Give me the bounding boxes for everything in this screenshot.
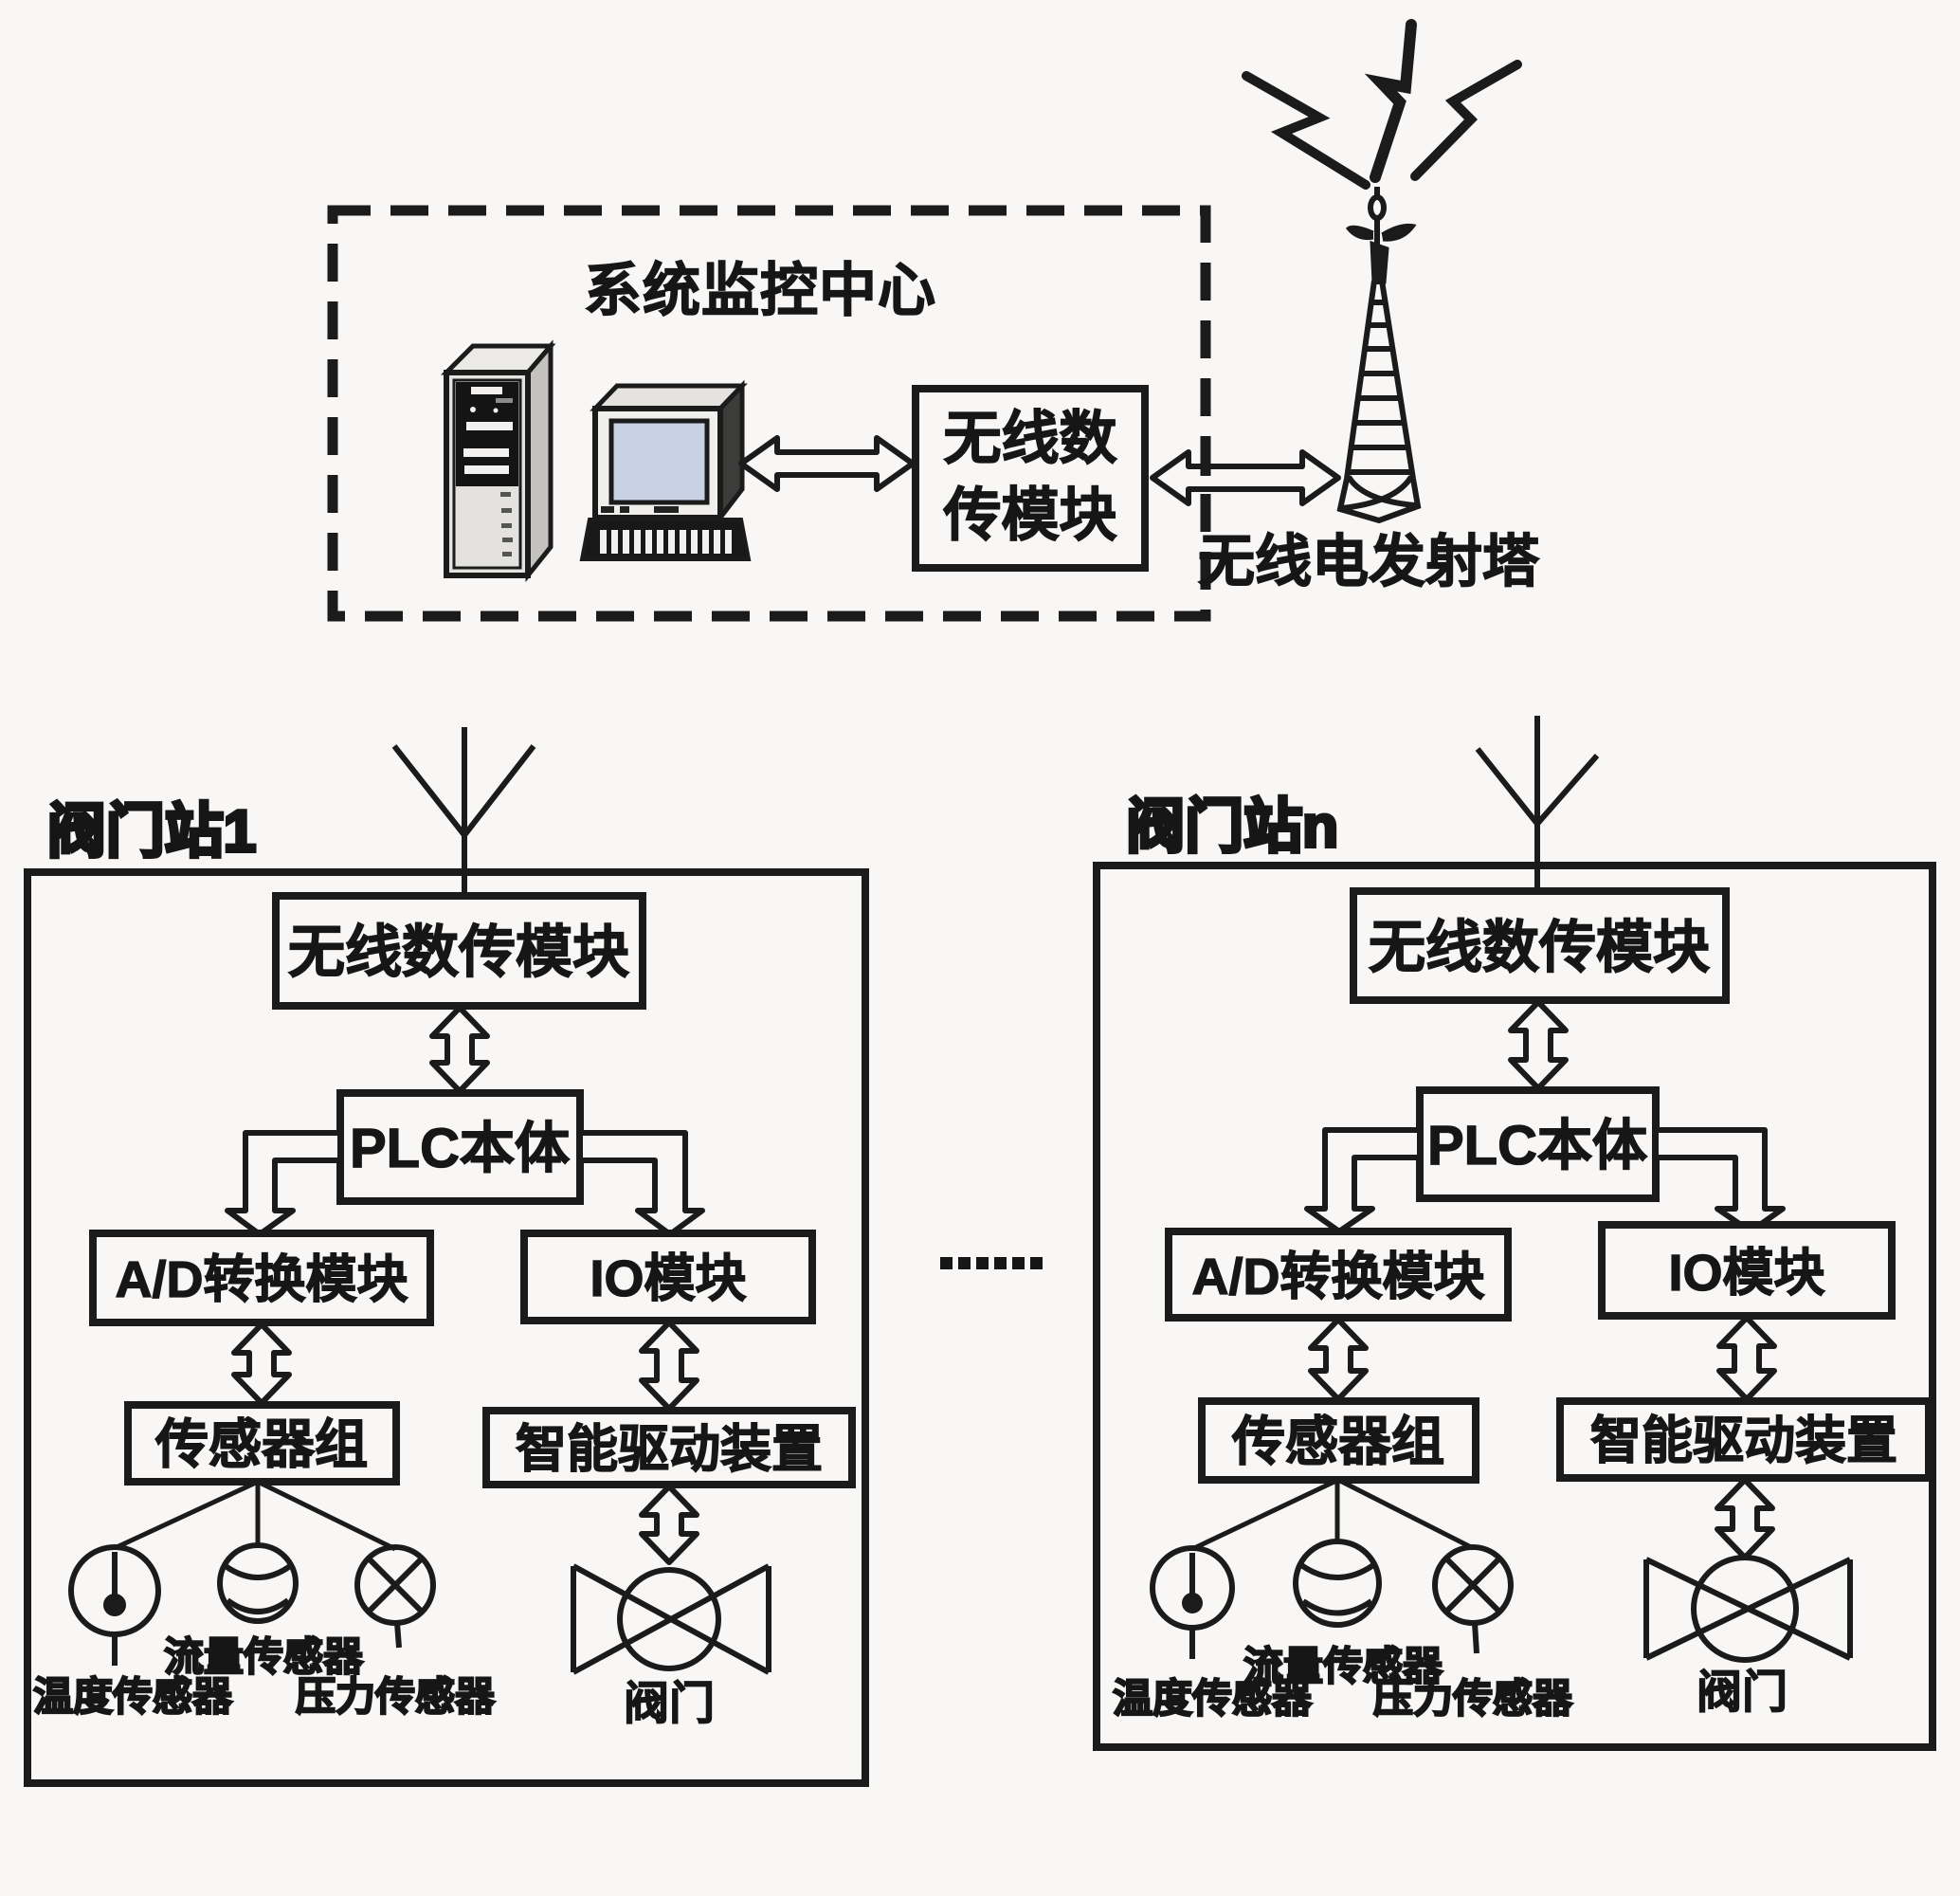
svg-text:IO模块: IO模块 <box>590 1250 746 1307</box>
svg-text:无线数: 无线数 <box>943 406 1116 470</box>
svg-text:无线数传模块: 无线数传模块 <box>288 921 629 984</box>
svg-text:温度传感器: 温度传感器 <box>33 1674 233 1719</box>
svg-text:PLC本体: PLC本体 <box>350 1118 570 1179</box>
svg-text:系统监控中心: 系统监控中心 <box>584 258 936 322</box>
svg-text:阀门站1: 阀门站1 <box>47 799 256 865</box>
svg-text:阀门: 阀门 <box>624 1679 715 1729</box>
svg-text:无线数传模块: 无线数传模块 <box>1369 916 1710 979</box>
svg-text:智能驱动装置: 智能驱动装置 <box>516 1421 823 1478</box>
svg-text:传模块: 传模块 <box>942 483 1116 547</box>
svg-text:智能驱动装置: 智能驱动装置 <box>1590 1413 1897 1469</box>
svg-text:阀门: 阀门 <box>1697 1668 1788 1718</box>
svg-text:无线电发射塔: 无线电发射塔 <box>1198 530 1540 593</box>
svg-text:传感器组: 传感器组 <box>154 1414 368 1474</box>
svg-text:IO模块: IO模块 <box>1668 1245 1824 1302</box>
svg-text:流量传感器: 流量传感器 <box>1243 1644 1443 1688</box>
svg-text:PLC本体: PLC本体 <box>1427 1115 1647 1176</box>
svg-text:压力传感器: 压力传感器 <box>296 1674 496 1719</box>
svg-text:阀门站n: 阀门站n <box>1126 794 1338 860</box>
svg-text:传感器组: 传感器组 <box>1231 1412 1444 1471</box>
svg-text:温度传感器: 温度传感器 <box>1113 1676 1313 1721</box>
svg-text:压力传感器: 压力传感器 <box>1373 1676 1573 1721</box>
svg-text:A/D转换模块: A/D转换模块 <box>116 1251 408 1308</box>
svg-text:流量传感器: 流量传感器 <box>164 1634 364 1679</box>
svg-text:A/D转换模块: A/D转换模块 <box>1192 1249 1485 1305</box>
